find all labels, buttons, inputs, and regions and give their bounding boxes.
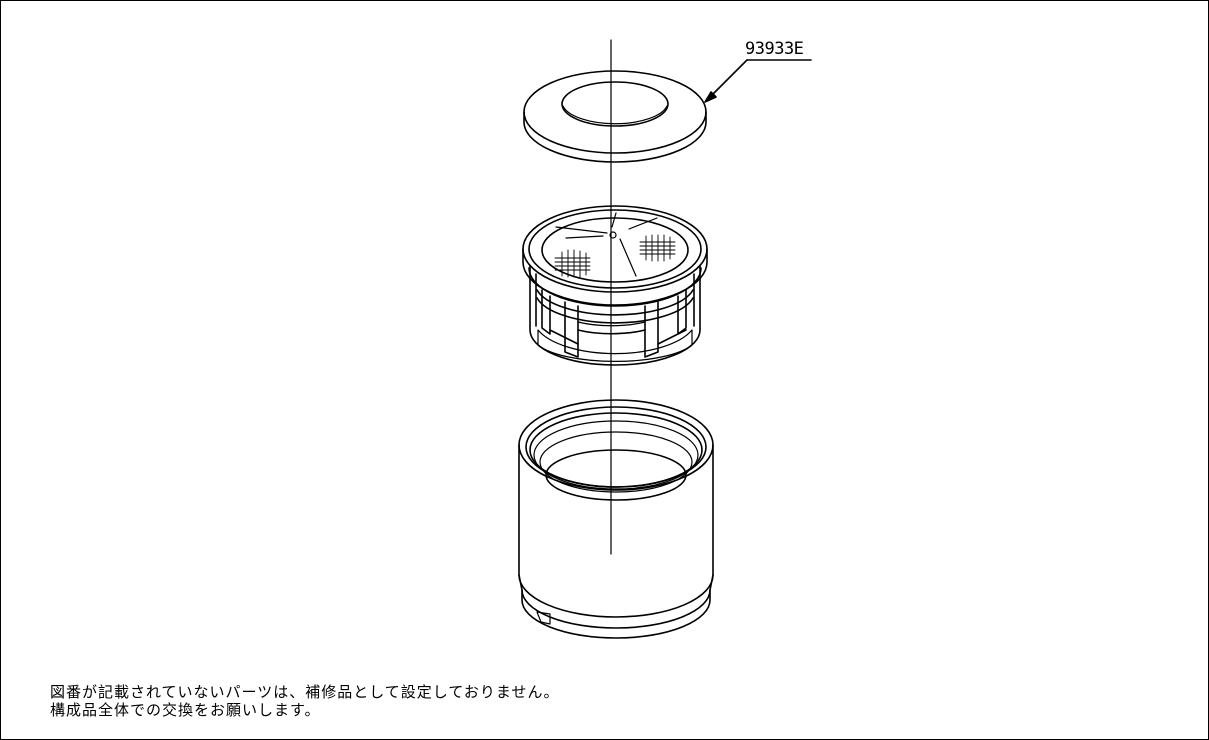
- part-leader-arrow: [704, 59, 812, 103]
- part-number-label: 93933E: [745, 39, 804, 59]
- aerator-cartridge: [522, 205, 708, 366]
- note-line-2: 構成品全体での交換をお願いします。: [50, 701, 321, 719]
- washer-ring: [523, 70, 707, 163]
- notes-block: 図番が記載されていないパーツは、補修品として設定しておりません。 構成品全体での…: [50, 683, 559, 719]
- outer-housing: [518, 399, 714, 639]
- note-line-1: 図番が記載されていないパーツは、補修品として設定しておりません。: [50, 683, 560, 701]
